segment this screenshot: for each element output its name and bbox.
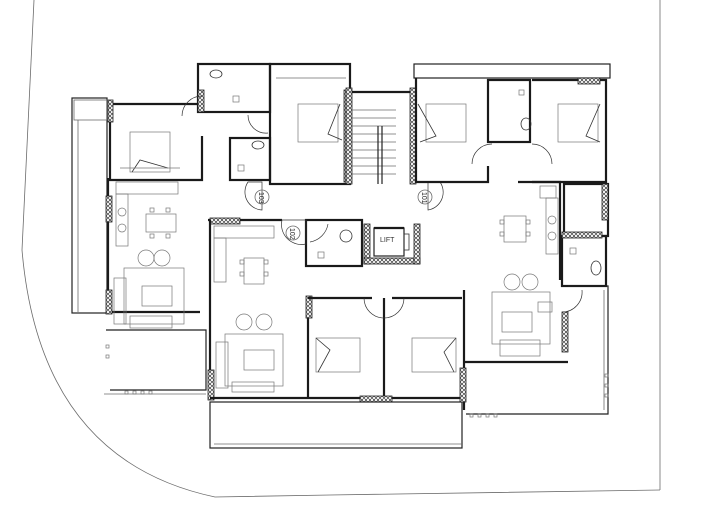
unit-102 xyxy=(207,217,463,449)
unit-103-label: 103 xyxy=(244,181,270,211)
unit-101 xyxy=(413,63,611,418)
svg-text:101: 101 xyxy=(420,192,427,204)
unit-102-label: 102 xyxy=(281,219,307,245)
unit-101-label: 101 xyxy=(417,181,444,211)
lift-label: LIFT xyxy=(380,237,395,244)
plot-boundary xyxy=(21,0,661,498)
svg-text:102: 102 xyxy=(288,228,295,240)
svg-text:103: 103 xyxy=(257,192,264,204)
stair-core xyxy=(345,87,417,185)
lift-core: LIFT xyxy=(363,223,421,265)
